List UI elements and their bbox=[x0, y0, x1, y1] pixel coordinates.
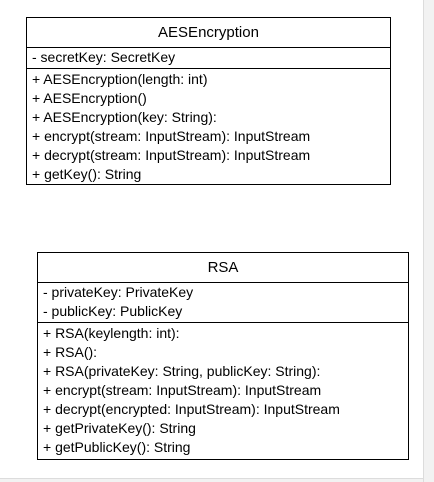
class-box-aesencryption: AESEncryption - secretKey: SecretKey + A… bbox=[26, 17, 391, 185]
operation: + AESEncryption() bbox=[32, 90, 147, 106]
operation: + RSA(privateKey: String, publicKey: Str… bbox=[43, 363, 321, 379]
operation: + decrypt(encrypted: InputStream): Input… bbox=[43, 401, 340, 417]
operation: + RSA(keylength: int): bbox=[43, 325, 180, 341]
operation: + encrypt(stream: InputStream): InputStr… bbox=[43, 382, 322, 398]
operations-compartment: + RSA(keylength: int): + RSA(): + RSA(pr… bbox=[38, 323, 408, 457]
class-box-rsa: RSA - privateKey: PrivateKey - publicKey… bbox=[37, 252, 409, 460]
operation: + getPublicKey(): String bbox=[43, 439, 191, 455]
canvas-edge-right bbox=[423, 0, 434, 482]
operation: + getPrivateKey(): String bbox=[43, 420, 196, 436]
operation: + AESEncryption(key: String): bbox=[32, 109, 217, 125]
operation: + getKey(): String bbox=[32, 166, 142, 182]
operation: + AESEncryption(length: int) bbox=[32, 71, 208, 87]
class-name: AESEncryption bbox=[27, 18, 390, 48]
operation: + encrypt(stream: InputStream): InputStr… bbox=[32, 128, 311, 144]
attribute: - publicKey: PublicKey bbox=[43, 303, 183, 319]
canvas-edge-bottom bbox=[0, 478, 423, 482]
attributes-compartment: - privateKey: PrivateKey - publicKey: Pu… bbox=[38, 283, 408, 323]
attribute: - secretKey: SecretKey bbox=[32, 49, 176, 65]
attributes-compartment: - secretKey: SecretKey bbox=[27, 48, 390, 69]
operations-compartment: + AESEncryption(length: int) + AESEncryp… bbox=[27, 69, 390, 184]
class-name: RSA bbox=[38, 253, 408, 283]
operation: + decrypt(stream: InputStream): InputStr… bbox=[32, 147, 311, 163]
operation: + RSA(): bbox=[43, 344, 98, 360]
attribute: - privateKey: PrivateKey bbox=[43, 284, 194, 300]
